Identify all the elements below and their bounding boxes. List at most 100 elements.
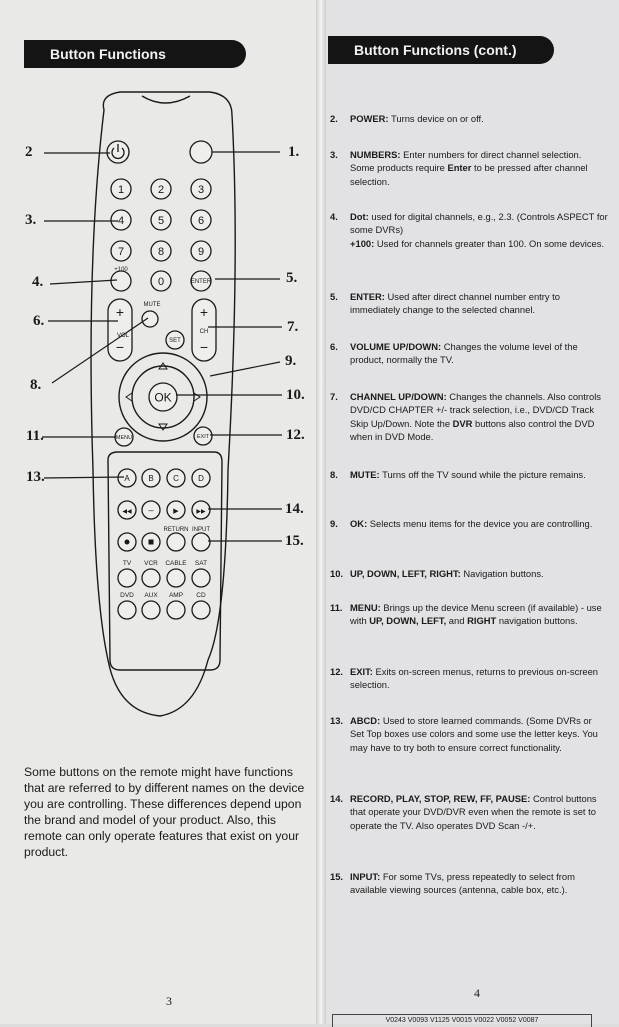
item-lead: POWER: [350,113,389,124]
stop-minus-button[interactable] [141,500,161,520]
digit-button-3[interactable]: 3 [190,178,212,200]
plus100-button[interactable] [110,270,132,292]
item-lead: +100: [350,237,375,249]
device-button-vcr[interactable] [141,568,161,588]
callout-6: 6. [33,313,45,329]
callout-5: 5. [286,270,298,286]
device-button-aux[interactable] [141,600,161,620]
device-button-amp[interactable] [166,600,186,620]
fast-forward-icon: ▶▶ [196,509,206,515]
digit-button-8[interactable]: 8 [150,240,172,262]
item-text: Exits on-screen menus, returns to previo… [350,666,599,691]
function-item-input: 15. INPUT: For some TVs, press repeatedl… [330,870,610,897]
item-text: Used for channels greater than 100. On s… [374,237,605,249]
return-label: RETURN [164,527,189,533]
item-bold: Enter [447,162,472,174]
plus100-label: +100 [114,267,128,273]
ok-button[interactable]: OK [148,382,178,412]
callout-4: 4. [32,274,44,290]
device-button-cd[interactable] [191,600,211,620]
model-code-strip: V0243 V0093 V1125 V0015 V0022 V0052 V008… [332,1014,592,1027]
callout-1: 1. [288,144,300,160]
device-button-sat[interactable] [191,568,211,588]
enter-button[interactable]: ENTER [190,270,212,292]
item-text: Turns off the TV sound while the picture… [379,469,586,480]
digit-button-7-label: 7 [118,246,124,258]
function-item-power: 2. POWER: Turns device on or off. [330,112,610,125]
callout-line-13 [43,476,125,479]
device-button-dvd[interactable] [117,600,137,620]
item-text: Changes the volume level of the product,… [350,341,578,366]
item-text: Used after direct channel number entry t… [350,291,560,316]
digit-button-1-label: 1 [118,184,124,196]
item-text: Turns device on or off. [388,113,484,124]
digit-button-0-label: 0 [158,276,164,288]
device-label-tv: TV [123,560,132,567]
item-text: Navigation buttons. [460,568,544,579]
exit-button[interactable]: EXIT [193,426,213,446]
item-text: to be pressed after channel selection. [350,162,588,187]
digit-button-4[interactable]: 4 [110,209,132,231]
item-number: 13. [330,715,344,726]
item-text: used for digital channels, e.g., 2.3. (C… [350,211,608,236]
callout-8: 8. [30,377,42,393]
callout-14: 14. [285,501,304,517]
enter-button-label: ENTER [191,279,212,285]
digit-button-1[interactable]: 1 [110,178,132,200]
ch-minus-sign: − [200,339,208,355]
digit-button-2-label: 2 [158,184,164,196]
letter-button-A[interactable]: A [117,468,137,488]
set-button[interactable]: SET [165,330,185,350]
remote-body [90,91,236,717]
callout-2: 2 [25,144,33,160]
item-lead: MUTE: [350,469,380,480]
device-label-amp: AMP [169,592,183,599]
callout-7: 7. [287,319,299,335]
device-label-cd: CD [196,592,206,599]
item-text: Used to store learned commands. (Some DV… [350,715,598,753]
mute-button[interactable] [141,310,159,328]
remote-top-notch [141,95,191,104]
item-text: navigation buttons. [496,615,578,627]
left-page [0,0,322,1024]
callout-11: 11. [26,428,44,444]
letter-button-B[interactable]: B [141,468,161,488]
device-button-tv[interactable] [117,568,137,588]
right-header: Button Functions (cont.) [328,36,554,64]
remote-lower-panel [107,451,223,671]
digit-button-6[interactable]: 6 [190,209,212,231]
rewind-button[interactable] [117,500,137,520]
digit-button-3-label: 3 [198,184,204,196]
minus-icon: – [148,505,153,515]
item-text: For some TVs, press repeatedly to select… [350,871,575,896]
input-button[interactable] [191,532,211,552]
digit-button-5[interactable]: 5 [150,209,172,231]
stop-icon [148,539,154,545]
letter-button-B-label: B [148,474,153,483]
callout-line-8 [51,317,149,384]
fast-forward-button[interactable] [191,500,211,520]
return-button[interactable] [166,532,186,552]
digit-button-5-label: 5 [158,215,164,227]
item-number: 3. [330,149,338,160]
remote-note: Some buttons on the remote might have fu… [24,765,305,859]
callout-10: 10. [286,387,305,403]
item-lead: INPUT: [350,871,381,882]
digit-button-7[interactable]: 7 [110,240,132,262]
item-number: 2. [330,113,338,124]
digit-button-2[interactable]: 2 [150,178,172,200]
item-text: and [446,615,468,627]
item-lead: CHANNEL UP/DOWN: [350,391,447,402]
letter-button-C[interactable]: C [166,468,186,488]
digit-button-0[interactable]: 0 [150,270,172,292]
mute-label: MUTE [144,302,161,308]
callout-line-4 [49,279,118,285]
digit-button-9[interactable]: 9 [190,240,212,262]
letter-button-D[interactable]: D [191,468,211,488]
device-button-cable[interactable] [166,568,186,588]
ch-plus-sign: + [200,304,208,320]
play-button[interactable] [166,500,186,520]
record-icon [124,539,130,545]
page-number-left: 3 [166,994,172,1008]
